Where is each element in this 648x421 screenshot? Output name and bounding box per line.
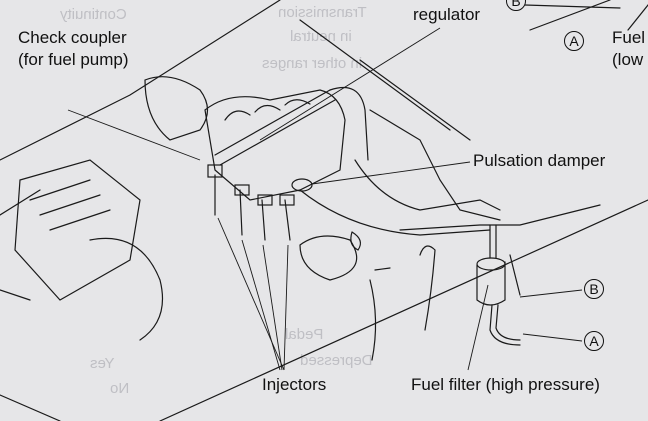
- fitting: [374, 267, 391, 271]
- bracket-outline: [299, 235, 358, 281]
- fuel-filter-leader: [467, 284, 489, 371]
- fuel-low-pressure-sublabel: (low: [612, 50, 644, 69]
- body-line: [359, 59, 471, 141]
- filter-inlet: [489, 224, 497, 259]
- injector: [234, 184, 250, 196]
- injectors-leader: [217, 217, 285, 371]
- hood-edge-line: [0, 0, 281, 161]
- injectors-leader: [241, 239, 281, 371]
- leader-line: [524, 0, 621, 31]
- fuel-filter-top: [476, 257, 506, 271]
- engine-block: [204, 89, 346, 201]
- check-coupler-leader: [67, 109, 201, 161]
- injector-bodies: [214, 174, 291, 241]
- callout-a-leader: [522, 333, 583, 342]
- fuel-low-pressure-label: Fuel: [612, 28, 646, 47]
- fender-line: [159, 199, 648, 421]
- hose-clamp: [350, 231, 362, 251]
- callout-b-leader: [519, 289, 583, 298]
- filter-outlet: [489, 304, 521, 346]
- check-coupler-label: Check coupler: [18, 28, 127, 47]
- battery-outline: [14, 159, 141, 301]
- leader-line: [627, 4, 648, 31]
- callout-a-top: A: [564, 31, 584, 51]
- pulsation-damper-label: Pulsation damper: [473, 151, 606, 170]
- callout-a-right: A: [584, 331, 604, 351]
- callout-b-right: B: [584, 279, 604, 299]
- intake-outline: [144, 76, 209, 141]
- fuel-filter: [476, 261, 506, 306]
- hose-line: [419, 245, 436, 331]
- fuel-line: [329, 86, 369, 161]
- hose-line: [509, 254, 521, 296]
- body-line: [0, 19, 451, 216]
- fuel-line: [399, 204, 601, 231]
- hose-line: [369, 279, 377, 361]
- injector: [257, 194, 273, 206]
- return-line: [354, 159, 501, 211]
- injector: [279, 194, 295, 206]
- pulsation-damper-leader: [311, 161, 471, 185]
- injectors-leader: [262, 244, 283, 371]
- check-coupler-sublabel: (for fuel pump): [18, 50, 129, 69]
- fuel-rail: [214, 89, 336, 166]
- fuel-line: [369, 109, 501, 221]
- regulator-leader: [259, 27, 441, 141]
- fuel-line: [299, 189, 491, 236]
- injector: [207, 164, 223, 178]
- body-line: [0, 289, 61, 421]
- regulator-label: regulator: [413, 5, 481, 24]
- injectors-label: Injectors: [262, 375, 327, 394]
- hose-line: [89, 237, 164, 341]
- pulsation-damper: [291, 178, 313, 192]
- injectors-leader: [283, 244, 289, 371]
- battery-ribs: [29, 179, 111, 231]
- fuel-filter-label: Fuel filter (high pressure): [411, 375, 600, 394]
